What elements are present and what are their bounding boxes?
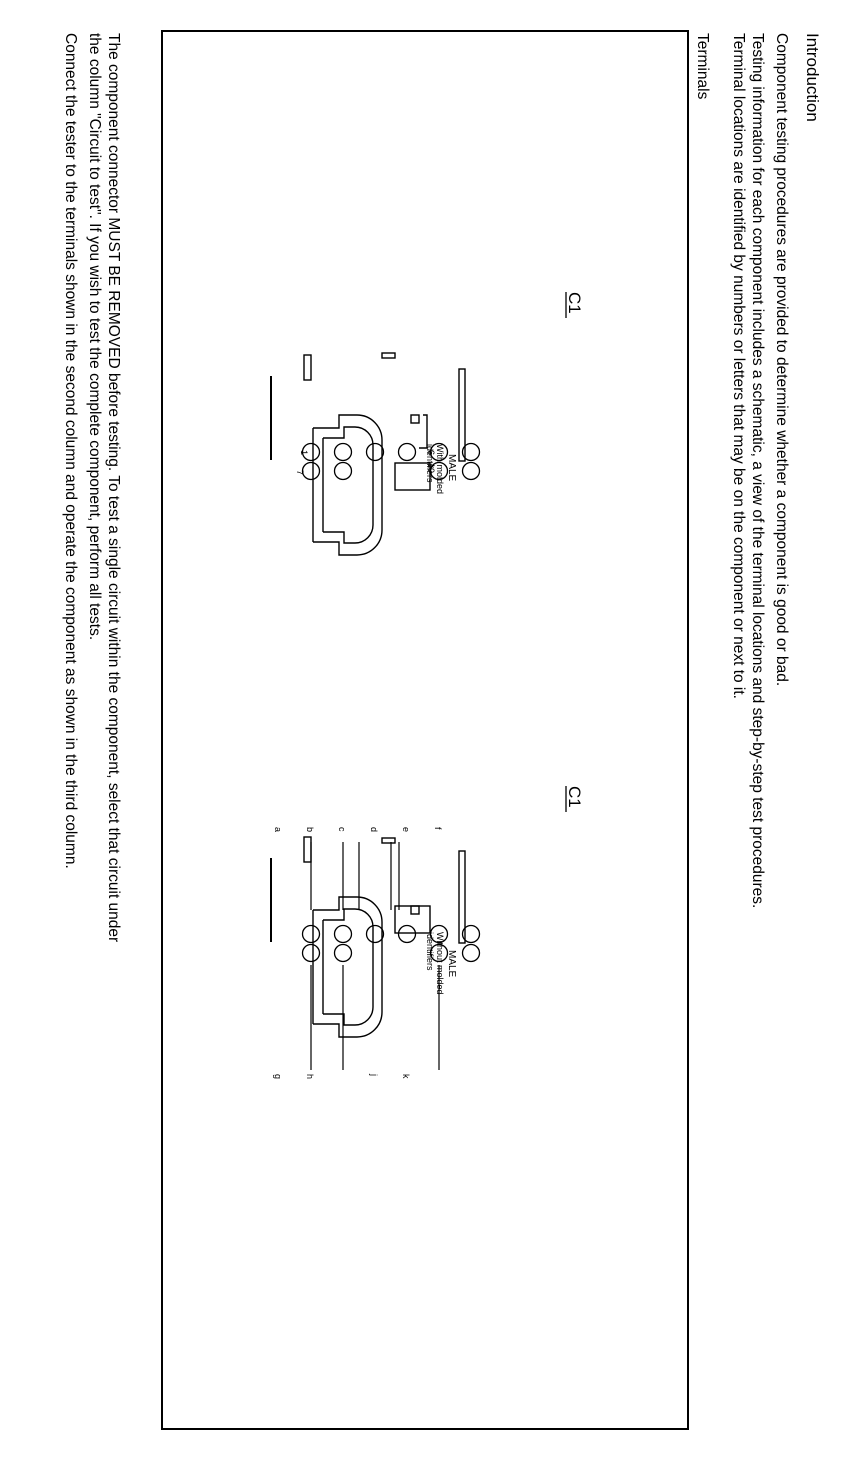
right-pin-leader-lines <box>310 842 440 1070</box>
pin-a <box>461 924 481 944</box>
intro-line-3: Terminal locations are identified by num… <box>730 33 747 699</box>
connector-diagram: C1 <box>270 292 584 1079</box>
pin-4 <box>365 442 385 462</box>
pin-2 <box>429 442 449 462</box>
pin-d <box>365 924 385 944</box>
right-connector-housing <box>303 836 466 1038</box>
left-gender-label: MALE <box>446 454 457 482</box>
pin-label-e: e <box>401 827 411 832</box>
pin-8 <box>429 461 449 481</box>
right-connector-label: C1 <box>565 786 584 808</box>
pin-label-f: f <box>433 827 443 830</box>
left-caption-line-1: With molded <box>435 444 445 494</box>
pin-label-j: j <box>369 1073 379 1076</box>
pin-j <box>333 943 353 963</box>
pin-label-h: h <box>305 1074 315 1079</box>
pin-k <box>301 943 321 963</box>
terminals-label: Terminals <box>694 33 711 100</box>
left-pin-row-bottom <box>301 461 481 481</box>
pin-6 <box>301 442 321 462</box>
intro-line-2: Testing information for each component i… <box>749 33 766 909</box>
right-pin-row-top <box>301 924 481 944</box>
left-pin-row-top <box>301 442 481 462</box>
pin-10 <box>301 461 321 481</box>
pin-b <box>429 924 449 944</box>
pin-label-g: g <box>273 1074 283 1079</box>
left-connector-housing <box>303 352 466 556</box>
right-gender-label: MALE <box>446 950 457 978</box>
pin-5 <box>333 442 353 462</box>
pin-7 <box>461 461 481 481</box>
pin-label-b: b <box>305 827 315 832</box>
section-heading: Introduction <box>803 33 822 122</box>
footer-line-1: The component connector MUST BE REMOVED … <box>105 33 122 943</box>
pin-3 <box>397 442 417 462</box>
pin-f <box>301 924 321 944</box>
intro-line-1: Component testing procedures are provide… <box>773 33 790 687</box>
pin-1 <box>461 442 481 462</box>
pin-label-a: a <box>273 827 283 832</box>
left-caption-line-2: identifiers <box>425 444 435 483</box>
left-connector-label: C1 <box>565 292 584 314</box>
pin-label-c: c <box>337 827 347 832</box>
right-caption-line-1: Without molded <box>435 932 445 995</box>
pin-g <box>461 943 481 963</box>
pin-c <box>397 924 417 944</box>
pin-label-1: 1 <box>299 450 309 455</box>
pin-label-6: 6 <box>426 450 436 455</box>
pin-label-7: 7 <box>295 470 305 475</box>
connector-without-identifiers: C1 <box>270 786 584 1079</box>
connector-with-identifiers: C1 <box>270 292 584 556</box>
pin-label-10: 10 <box>426 463 436 473</box>
pin-e <box>333 924 353 944</box>
footer-line-3: Connect the tester to the terminals show… <box>62 33 79 869</box>
pin-9 <box>333 461 353 481</box>
footer-line-2: the column "Circuit to test". If you wis… <box>86 33 103 641</box>
pin-label-d: d <box>369 827 379 832</box>
pin-label-k: k <box>401 1074 411 1079</box>
right-caption-line-2: identifiers <box>425 932 435 971</box>
pin-h <box>429 943 449 963</box>
right-pin-row-bottom <box>301 943 481 963</box>
